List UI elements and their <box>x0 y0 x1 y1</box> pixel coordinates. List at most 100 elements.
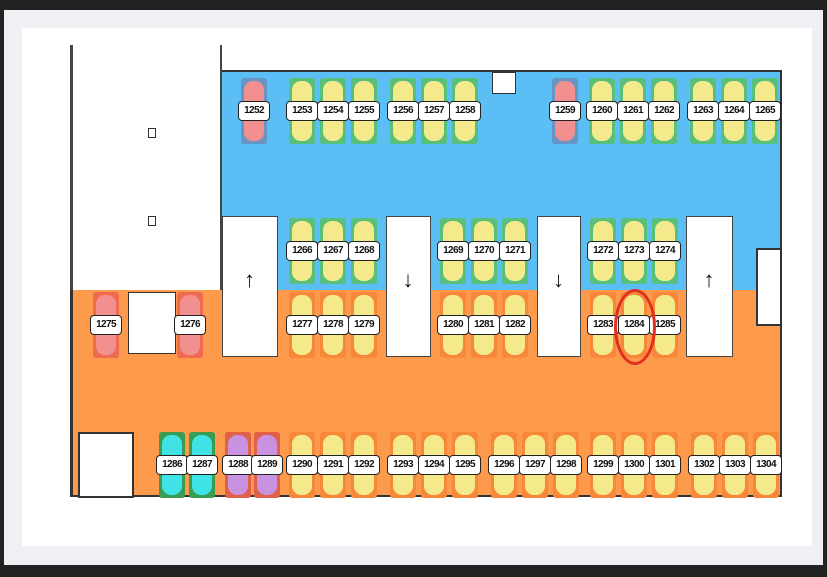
spot-number-label: 1281 <box>468 315 500 335</box>
parking-spot-1267[interactable]: 1267 <box>317 218 349 284</box>
parking-spot-1258[interactable]: 1258 <box>449 78 481 144</box>
parking-spot-1301[interactable]: 1301 <box>649 432 681 498</box>
spot-number-label: 1302 <box>688 455 720 475</box>
parking-spot-1279[interactable]: 1279 <box>348 292 380 358</box>
spot-number-label: 1273 <box>618 241 650 261</box>
parking-spot-1288[interactable]: 1288 <box>222 432 254 498</box>
ramp-down: ↓ <box>537 216 581 357</box>
spot-number-label: 1252 <box>238 101 270 121</box>
spot-number-label: 1286 <box>156 455 188 475</box>
highlight-circle-spot-1284 <box>614 289 656 365</box>
arrow-up-icon: ↑ <box>703 267 715 292</box>
left-utility-room <box>128 292 176 354</box>
parking-spot-1261[interactable]: 1261 <box>617 78 649 144</box>
parking-spot-1276[interactable]: 1276 <box>174 292 206 358</box>
spot-number-label: 1261 <box>617 101 649 121</box>
parking-spot-1282[interactable]: 1282 <box>499 292 531 358</box>
spot-number-label: 1277 <box>286 315 318 335</box>
spot-number-label: 1289 <box>251 455 283 475</box>
parking-spot-1266[interactable]: 1266 <box>286 218 318 284</box>
parking-spot-1272[interactable]: 1272 <box>587 218 619 284</box>
left-stairwell <box>78 432 134 498</box>
spot-number-label: 1262 <box>648 101 680 121</box>
parking-spot-1277[interactable]: 1277 <box>286 292 318 358</box>
parking-spot-1296[interactable]: 1296 <box>488 432 520 498</box>
parking-spot-1283[interactable]: 1283 <box>587 292 619 358</box>
parking-spot-1275[interactable]: 1275 <box>90 292 122 358</box>
parking-spot-1302[interactable]: 1302 <box>688 432 720 498</box>
parking-spot-1264[interactable]: 1264 <box>718 78 750 144</box>
parking-spot-1293[interactable]: 1293 <box>387 432 419 498</box>
spot-number-label: 1264 <box>718 101 750 121</box>
parking-spot-1255[interactable]: 1255 <box>348 78 380 144</box>
parking-spot-1263[interactable]: 1263 <box>687 78 719 144</box>
parking-spot-1253[interactable]: 1253 <box>286 78 318 144</box>
parking-spot-1257[interactable]: 1257 <box>418 78 450 144</box>
parking-spot-1286[interactable]: 1286 <box>156 432 188 498</box>
spot-number-label: 1292 <box>348 455 380 475</box>
spot-number-label: 1285 <box>649 315 681 335</box>
left-building-outline <box>70 45 222 290</box>
spot-number-label: 1254 <box>317 101 349 121</box>
spot-number-label: 1301 <box>649 455 681 475</box>
building-pillar <box>148 128 156 138</box>
parking-spot-1289[interactable]: 1289 <box>251 432 283 498</box>
arrow-down-icon: ↓ <box>553 267 564 292</box>
parking-spot-1260[interactable]: 1260 <box>586 78 618 144</box>
spot-number-label: 1263 <box>687 101 719 121</box>
spot-number-label: 1253 <box>286 101 318 121</box>
ramp-up: ↑ <box>222 216 278 357</box>
parking-spot-1278[interactable]: 1278 <box>317 292 349 358</box>
spot-number-label: 1298 <box>550 455 582 475</box>
spot-number-label: 1274 <box>649 241 681 261</box>
spot-number-label: 1300 <box>618 455 650 475</box>
parking-spot-1262[interactable]: 1262 <box>648 78 680 144</box>
parking-spot-1300[interactable]: 1300 <box>618 432 650 498</box>
parking-spot-1254[interactable]: 1254 <box>317 78 349 144</box>
spot-number-label: 1268 <box>348 241 380 261</box>
parking-spot-1256[interactable]: 1256 <box>387 78 419 144</box>
spot-number-label: 1269 <box>437 241 469 261</box>
spot-number-label: 1291 <box>317 455 349 475</box>
parking-spot-1298[interactable]: 1298 <box>550 432 582 498</box>
spot-number-label: 1282 <box>499 315 531 335</box>
parking-spot-1270[interactable]: 1270 <box>468 218 500 284</box>
parking-spot-1273[interactable]: 1273 <box>618 218 650 284</box>
parking-spot-1280[interactable]: 1280 <box>437 292 469 358</box>
spot-number-label: 1279 <box>348 315 380 335</box>
spot-number-label: 1265 <box>749 101 781 121</box>
parking-spot-1291[interactable]: 1291 <box>317 432 349 498</box>
spot-number-label: 1278 <box>317 315 349 335</box>
spot-number-label: 1271 <box>499 241 531 261</box>
parking-spot-1303[interactable]: 1303 <box>719 432 751 498</box>
spot-number-label: 1287 <box>186 455 218 475</box>
parking-spot-1259[interactable]: 1259 <box>549 78 581 144</box>
spot-number-label: 1299 <box>587 455 619 475</box>
spot-number-label: 1303 <box>719 455 751 475</box>
parking-spot-1287[interactable]: 1287 <box>186 432 218 498</box>
parking-spot-1271[interactable]: 1271 <box>499 218 531 284</box>
parking-spot-1252[interactable]: 1252 <box>238 78 270 144</box>
parking-spot-1304[interactable]: 1304 <box>750 432 782 498</box>
parking-spot-1269[interactable]: 1269 <box>437 218 469 284</box>
spot-number-label: 1290 <box>286 455 318 475</box>
spot-number-label: 1275 <box>90 315 122 335</box>
ramp-up: ↑ <box>686 216 733 357</box>
spot-number-label: 1267 <box>317 241 349 261</box>
parking-spot-1294[interactable]: 1294 <box>418 432 450 498</box>
parking-spot-1285[interactable]: 1285 <box>649 292 681 358</box>
parking-spot-1292[interactable]: 1292 <box>348 432 380 498</box>
parking-spot-1295[interactable]: 1295 <box>449 432 481 498</box>
spot-number-label: 1258 <box>449 101 481 121</box>
parking-spot-1265[interactable]: 1265 <box>749 78 781 144</box>
parking-spot-1290[interactable]: 1290 <box>286 432 318 498</box>
parking-spot-1299[interactable]: 1299 <box>587 432 619 498</box>
spot-number-label: 1297 <box>519 455 551 475</box>
arrow-down-icon: ↓ <box>402 267 414 292</box>
parking-spot-1274[interactable]: 1274 <box>649 218 681 284</box>
spot-number-label: 1256 <box>387 101 419 121</box>
parking-spot-1268[interactable]: 1268 <box>348 218 380 284</box>
parking-spot-1297[interactable]: 1297 <box>519 432 551 498</box>
parking-spot-1281[interactable]: 1281 <box>468 292 500 358</box>
ramp-down: ↓ <box>386 216 431 357</box>
